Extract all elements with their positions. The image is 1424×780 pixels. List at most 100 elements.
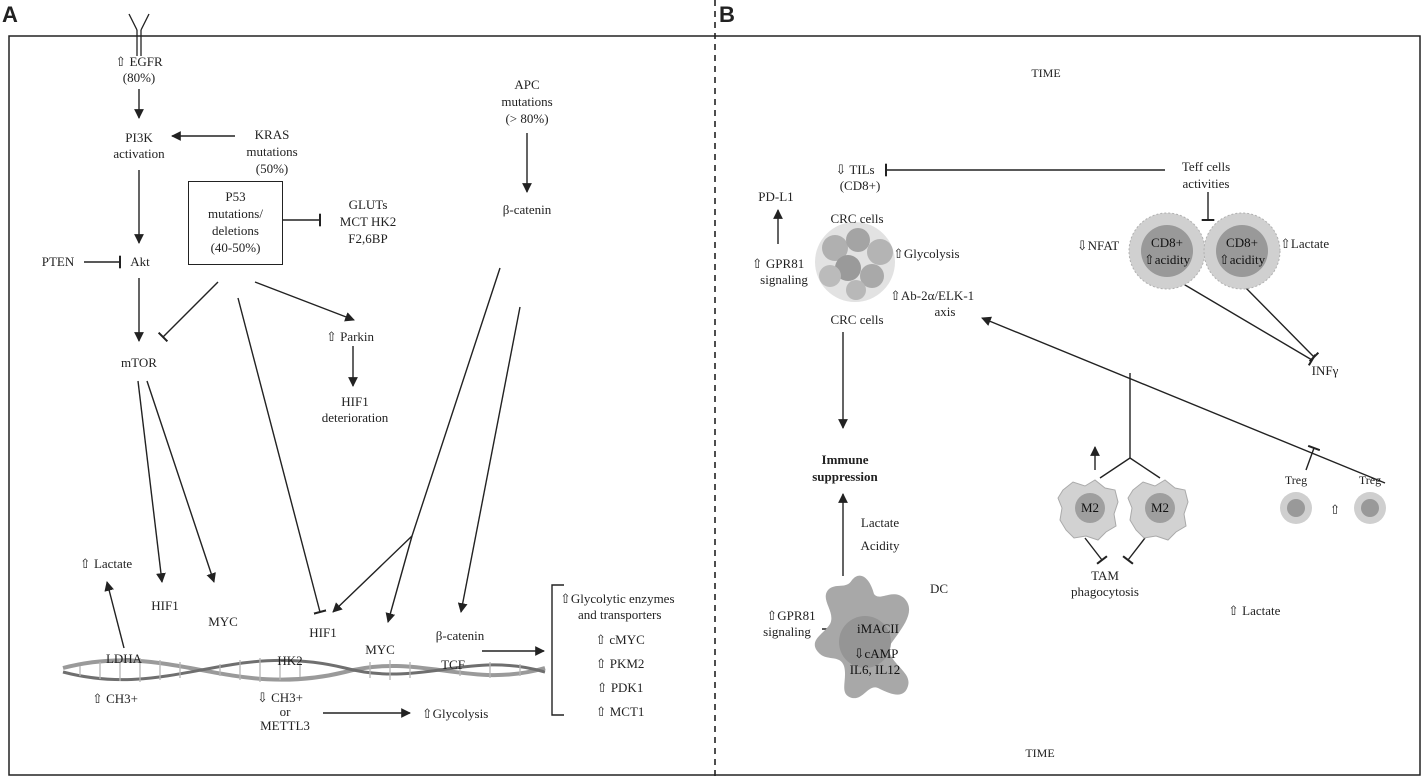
down-arrow-icon: ⇩ xyxy=(853,646,865,661)
inhibit-p53-hif1 xyxy=(237,297,327,615)
mtor-label: mTOR xyxy=(121,355,157,370)
hif1-deterioration-label: HIF1 xyxy=(341,394,369,409)
teff-activities-label: activities xyxy=(1182,176,1230,191)
p53-deletions-label: deletions xyxy=(212,223,259,238)
up-arrow-icon: ⇧ xyxy=(1143,252,1155,267)
acidity-1-label: ⇧acidity xyxy=(1143,252,1191,267)
arrow-p53-parkin xyxy=(254,281,355,322)
apc-pct-label: (> 80%) xyxy=(505,111,549,126)
p53-pct-label: (40-50%) xyxy=(210,240,261,255)
p53-label: P53 xyxy=(225,189,246,204)
mct-hk2-label: MCT HK2 xyxy=(339,214,397,229)
up-arrow-icon: ⇧ xyxy=(893,246,904,261)
panel-letter-a: A xyxy=(2,2,18,27)
arrow-treg-ab2-axis xyxy=(981,316,1386,484)
ch3-down-label: ⇩ CH3+ xyxy=(256,690,304,705)
p53-box xyxy=(188,181,283,265)
arrow-bcatenin-myc xyxy=(385,535,413,623)
crc-cells-icon xyxy=(815,222,895,302)
crc-cells-top-label: CRC cells xyxy=(830,211,884,226)
up-arrow-icon: ⇧ xyxy=(421,706,433,721)
up-arrow-icon: ⇧ xyxy=(79,556,91,571)
cd8-cell-icon-1 xyxy=(1128,212,1206,290)
pten-label: PTEN xyxy=(41,254,75,269)
egfr-pct-label: (80%) xyxy=(122,70,156,85)
apc-label: APC xyxy=(514,77,540,92)
treg-2-label: Treg xyxy=(1358,473,1382,487)
down-arrow-icon: ⇩ xyxy=(256,690,268,705)
cd8-2-label: CD8+ xyxy=(1226,235,1258,250)
arrow-mtor-myc xyxy=(146,380,216,583)
m2-2-label: M2 xyxy=(1150,500,1170,515)
hif1-b-label: HIF1 xyxy=(309,625,337,640)
pdk1-label: ⇧ PDK1 xyxy=(596,680,644,695)
pi3k-label: PI3K xyxy=(125,130,153,145)
m2-macrophage-icon-1 xyxy=(1057,479,1119,541)
inhibit-cd8-infg-2 xyxy=(1242,284,1320,363)
dendritic-cell-icon xyxy=(814,575,910,699)
ldha-label: LDHA xyxy=(105,651,143,666)
camp-label: ⇩cAMP xyxy=(853,646,899,661)
nfat-label: ⇩NFAT xyxy=(1076,238,1120,253)
hk2-label: HK2 xyxy=(277,653,303,668)
imacii-label: iMACII xyxy=(857,621,899,636)
inhibit-treg-branch xyxy=(1305,444,1321,471)
inhibit-p53-mtor xyxy=(157,281,219,343)
glycolysis-b-label: ⇧Glycolysis xyxy=(893,246,960,261)
immune-label: Immune xyxy=(821,452,869,467)
m2-branch-right xyxy=(1129,457,1161,479)
up-arrow-icon: ⇧ xyxy=(595,704,607,719)
axis-label: axis xyxy=(934,304,956,319)
kras-mutations-label: mutations xyxy=(246,144,298,159)
pkm2-label: ⇧ PKM2 xyxy=(595,656,645,671)
egfr-label: ⇧ EGFR xyxy=(115,54,163,69)
ab2-elk1-label: ⇧Ab-2α/ELK-1 xyxy=(890,288,975,303)
suppression-label: suppression xyxy=(812,469,878,484)
and-transporters-label: and transporters xyxy=(578,607,662,622)
cmyc-label: ⇧ cMYC xyxy=(595,632,645,647)
inhibit-m2-tam-right xyxy=(1122,537,1146,565)
down-arrow-icon: ⇩ xyxy=(1076,238,1088,253)
arrow-bcatenin-hif1 xyxy=(332,267,501,613)
myc-b-label: MYC xyxy=(365,642,395,657)
gpr81-dc-signaling-label: signaling xyxy=(763,624,811,639)
glycolysis-a-label: ⇧Glycolysis xyxy=(421,706,489,721)
gpr81-signaling-label: signaling xyxy=(760,272,808,287)
lactate-dc-label: Lactate xyxy=(860,515,900,530)
p53-mutations-label: mutations/ xyxy=(208,206,263,221)
arrow-mtor-hif1 xyxy=(137,380,166,583)
egfr-receptor-icon xyxy=(128,13,150,56)
akt-label: Akt xyxy=(130,254,150,269)
mct1-label: ⇧ MCT1 xyxy=(595,704,645,719)
deterioration-label: deterioration xyxy=(321,410,389,425)
acidity-dc-label: Acidity xyxy=(860,538,900,553)
lactate-c-label: ⇧ Lactate xyxy=(1228,603,1281,618)
up-arrow-icon: ⇧ xyxy=(91,691,103,706)
up-arrow-icon: ⇧ xyxy=(595,656,607,671)
infg-label: INFγ xyxy=(1311,363,1339,378)
mettl3-label: METTL3 xyxy=(260,718,310,733)
inhibit-m2-tam-left xyxy=(1084,537,1108,565)
beta-catenin-top-label: β-catenin xyxy=(502,202,552,217)
kras-pct-label: (50%) xyxy=(255,161,289,176)
tam-phagocytosis-label: phagocytosis xyxy=(1071,584,1139,599)
tam-label: TAM xyxy=(1091,568,1119,583)
or-label: or xyxy=(279,704,291,719)
down-arrow-icon: ⇩ xyxy=(835,162,847,177)
m2-branch-left xyxy=(1099,457,1131,479)
up-arrow-icon: ⇧ xyxy=(1218,252,1230,267)
up-arrow-icon: ⇧ xyxy=(595,632,607,647)
time-top-label: TIME xyxy=(1031,66,1061,80)
il6-il12-label: IL6, IL12 xyxy=(849,662,901,677)
pd-l1-label: PD-L1 xyxy=(758,189,794,204)
glycolytic-enzymes-label: ⇧Glycolytic enzymes xyxy=(560,591,675,606)
tils-cd8-label: (CD8+) xyxy=(839,178,881,193)
up-arrow-icon: ⇧ xyxy=(596,680,608,695)
panel-letter-b: B xyxy=(719,2,735,27)
tils-label: ⇩ TILs xyxy=(835,162,875,177)
gene-bracket xyxy=(551,584,564,716)
hif1-a-label: HIF1 xyxy=(151,598,179,613)
m2-1-label: M2 xyxy=(1080,500,1100,515)
treg-cell-icon-1 xyxy=(1280,492,1312,524)
